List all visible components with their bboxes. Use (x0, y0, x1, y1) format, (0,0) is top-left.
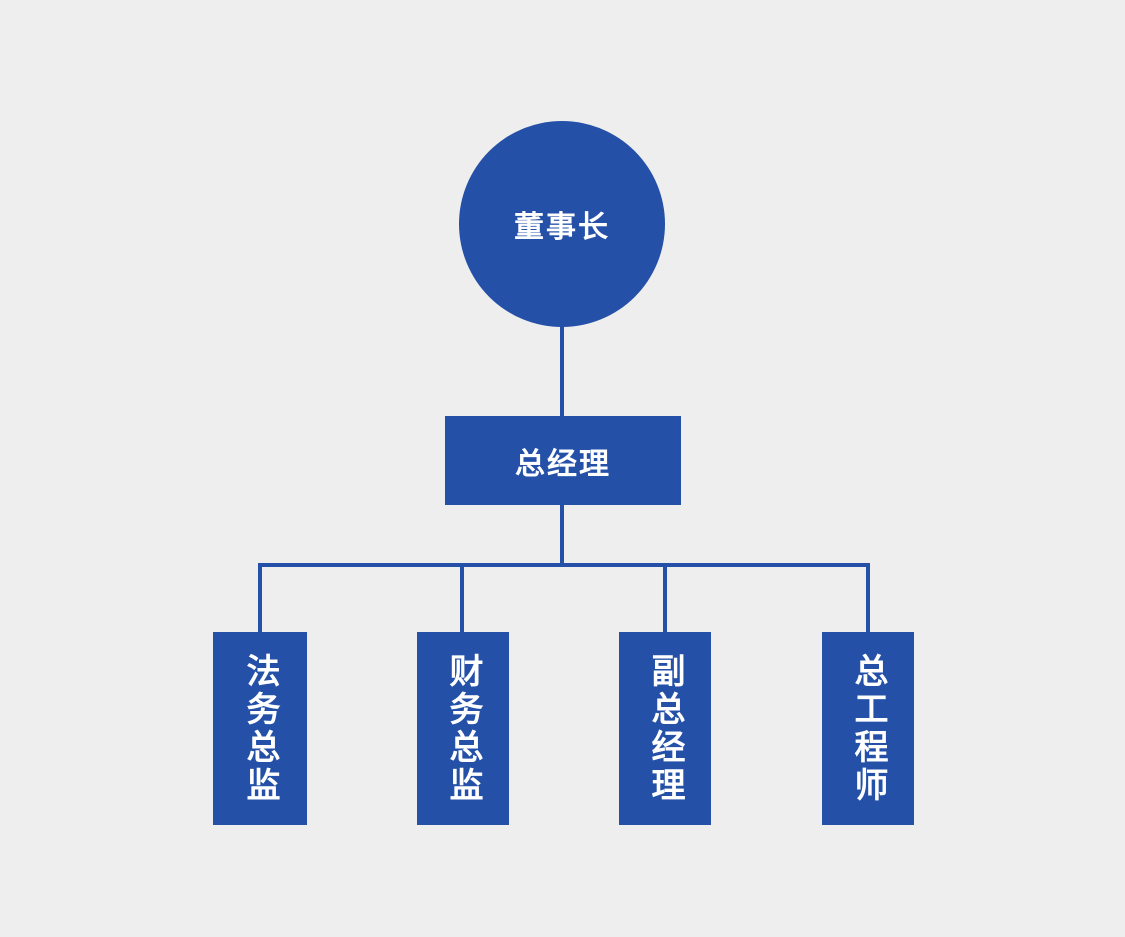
connector-horizontal-bus (258, 563, 870, 567)
node-chairman-label: 董事长 (514, 210, 610, 245)
node-chief-engineer[interactable]: 总工程师 (822, 632, 914, 825)
node-finance-director-label: 财务总监 (443, 652, 483, 805)
node-legal-director-label: 法务总监 (240, 652, 280, 805)
node-deputy-general-manager[interactable]: 副总经理 (619, 632, 711, 825)
node-finance-director[interactable]: 财务总监 (417, 632, 509, 825)
connector-general-manager-to-bus (560, 503, 564, 565)
node-chairman[interactable]: 董事长 (459, 121, 665, 327)
connector-chairman-to-general-manager (560, 300, 564, 418)
node-chief-engineer-label: 总工程师 (848, 652, 888, 805)
node-deputy-general-manager-label: 副总经理 (645, 652, 685, 805)
node-legal-director[interactable]: 法务总监 (213, 632, 307, 825)
node-general-manager[interactable]: 总经理 (445, 416, 681, 505)
connector-drop-child-4 (866, 563, 870, 634)
node-general-manager-label: 总经理 (515, 446, 611, 482)
connector-drop-child-1 (258, 563, 262, 634)
connector-drop-child-3 (663, 563, 667, 634)
connector-drop-child-2 (460, 563, 464, 634)
